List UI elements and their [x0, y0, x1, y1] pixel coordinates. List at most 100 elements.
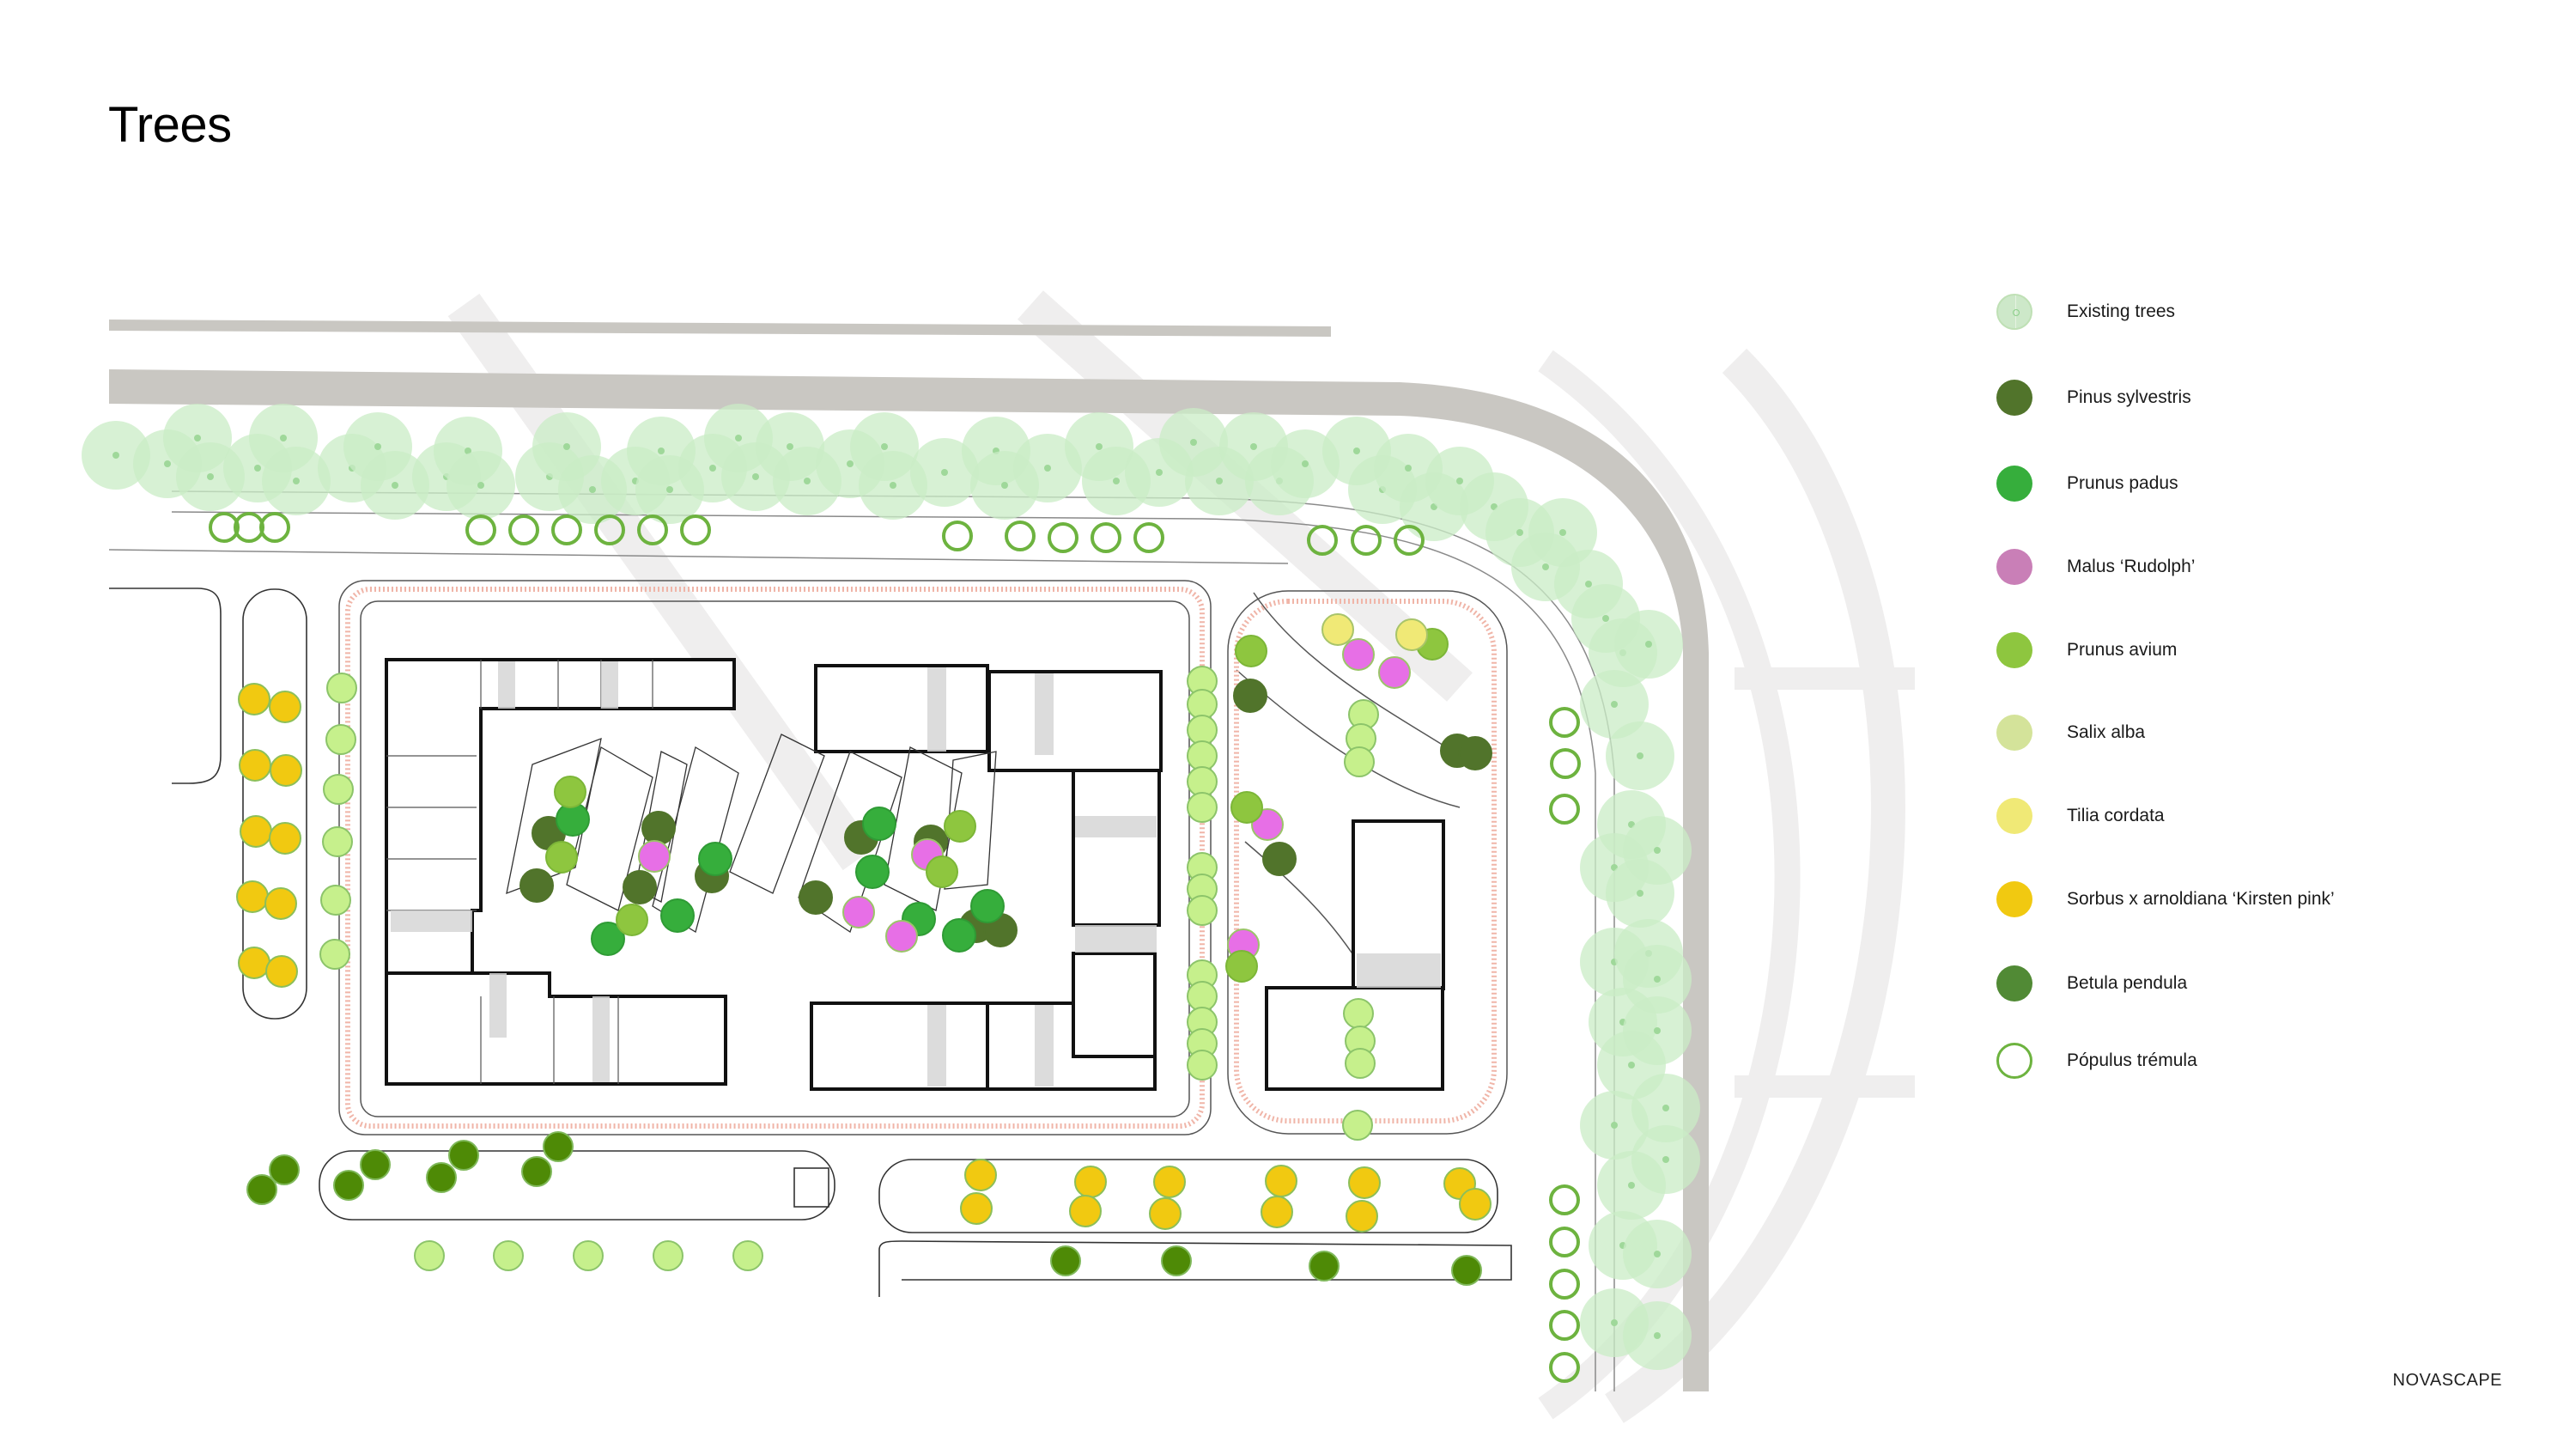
tree-trunk-dot-icon [1611, 1319, 1618, 1326]
tree-icon [653, 1240, 683, 1271]
tree-trunk-dot-icon [477, 482, 484, 489]
tree-icon [333, 1170, 364, 1201]
tree-icon [1549, 1310, 1580, 1341]
tree-trunk-dot-icon [709, 465, 716, 472]
tree-swatch-icon [1996, 632, 2032, 668]
tree-icon [269, 1154, 300, 1185]
tree-trunk-dot-icon [280, 435, 287, 441]
tree-icon [1233, 679, 1267, 713]
tree-icon [842, 896, 875, 928]
tree-icon [265, 955, 298, 988]
tree-icon [1309, 1251, 1340, 1282]
tree-icon [573, 1240, 604, 1271]
tree-trunk-dot-icon [1628, 1182, 1635, 1189]
tree-trunk-dot-icon [1559, 529, 1566, 536]
tree-trunk-dot-icon [1662, 1105, 1669, 1111]
tree-icon [325, 724, 356, 755]
tree-trunk-dot-icon [666, 486, 673, 493]
tree-trunk-dot-icon [589, 486, 596, 493]
legend-item-prunus-padus: Prunus padus [1996, 465, 2178, 502]
tree-icon [1069, 1195, 1102, 1227]
tree-icon [1343, 998, 1374, 1029]
tree-icon [1549, 1269, 1580, 1300]
tree-swatch-icon [1996, 380, 2032, 416]
main-road [109, 320, 1709, 1391]
tree-trunk-dot-icon [1654, 847, 1661, 854]
tree-icon [885, 920, 918, 953]
tree-swatch-icon [1996, 466, 2032, 502]
tree-icon [616, 904, 648, 936]
tree-icon [623, 870, 657, 904]
tree-icon [1048, 522, 1078, 553]
tree-trunk-dot-icon [254, 465, 261, 472]
tree-icon [519, 868, 554, 903]
tree-icon [1351, 525, 1382, 556]
tree-icon [1091, 522, 1121, 553]
courtyard-planters [506, 734, 997, 934]
tree-icon [591, 922, 625, 956]
tree-trunk-dot-icon [735, 435, 742, 441]
trees-tilia-cordata [1321, 613, 1428, 651]
tree-trunk-dot-icon [1405, 465, 1412, 472]
tree-trunk-dot-icon [164, 460, 171, 467]
tree-icon [1549, 707, 1580, 738]
tree-icon [680, 514, 711, 545]
tree-trunk-dot-icon [1516, 529, 1523, 536]
tree-icon [1549, 1227, 1580, 1257]
trees-prunus-padus [556, 802, 1005, 956]
tree-icon [493, 1240, 524, 1271]
trees-existing [82, 404, 1700, 1370]
tree-icon [1395, 618, 1428, 651]
tree-trunk-dot-icon [1190, 439, 1197, 446]
tree-icon [1549, 794, 1580, 825]
tree-icon [1459, 1188, 1492, 1221]
legend-label: Prunus padus [2067, 473, 2178, 493]
tree-trunk-dot-icon [752, 473, 759, 480]
legend-item-existing: Existing trees [1996, 293, 2175, 331]
legend-item-salix-alba: Salix alba [1996, 714, 2145, 752]
tree-icon [862, 807, 896, 841]
tree-icon [638, 840, 671, 873]
tree-trunk-dot-icon [658, 447, 665, 454]
tree-icon [1235, 635, 1267, 667]
tree-icon [426, 1162, 457, 1193]
tree-swatch-icon [1996, 881, 2032, 917]
tree-trunk-dot-icon [1001, 482, 1008, 489]
tree-icon [1342, 638, 1375, 671]
tree-icon [1161, 1245, 1192, 1276]
tree-icon [269, 822, 301, 855]
tree-icon [1074, 1166, 1107, 1198]
legend-label: Salix alba [2067, 722, 2146, 742]
legend-label: Betula pendula [2067, 973, 2188, 993]
tree-trunk-dot-icon [1113, 478, 1120, 484]
brand-logo: NOVASCAPE [2392, 1371, 2502, 1390]
tree-icon [269, 691, 301, 723]
tree-trunk-dot-icon [1654, 1251, 1661, 1257]
legend-label: Pópulus trémula [2067, 1050, 2197, 1070]
legend-item-prunus-avium: Prunus avium [1996, 631, 2177, 669]
tree-trunk-dot-icon [194, 435, 201, 441]
tree-layer [82, 404, 1700, 1383]
legend-item-pinus-sylvestris: Pinus sylvestris [1996, 379, 2191, 417]
tree-icon [240, 815, 272, 848]
tree-trunk-dot-icon [1611, 701, 1618, 708]
tree-icon [1133, 522, 1164, 553]
tree-trunk-dot-icon [1302, 460, 1309, 467]
tree-icon [964, 1159, 997, 1191]
tree-trunk-dot-icon [1585, 581, 1592, 588]
tree-icon [554, 776, 586, 808]
tree-trunk-dot-icon [1662, 1156, 1669, 1163]
tree-icon [637, 514, 668, 545]
tree-icon [1187, 792, 1218, 823]
tree-icon [1149, 1197, 1182, 1230]
trees-populus [209, 512, 1581, 1383]
tree-icon [322, 826, 353, 857]
tree-icon [465, 514, 496, 545]
tree-trunk-dot-icon [392, 482, 398, 489]
trees-salix-alba [319, 666, 1379, 1271]
tree-trunk-dot-icon [1628, 1062, 1635, 1068]
tree-icon [320, 885, 351, 916]
tree-icon [641, 811, 676, 845]
tree-icon [1262, 842, 1297, 876]
legend-label: Tilia cordata [2067, 806, 2165, 825]
